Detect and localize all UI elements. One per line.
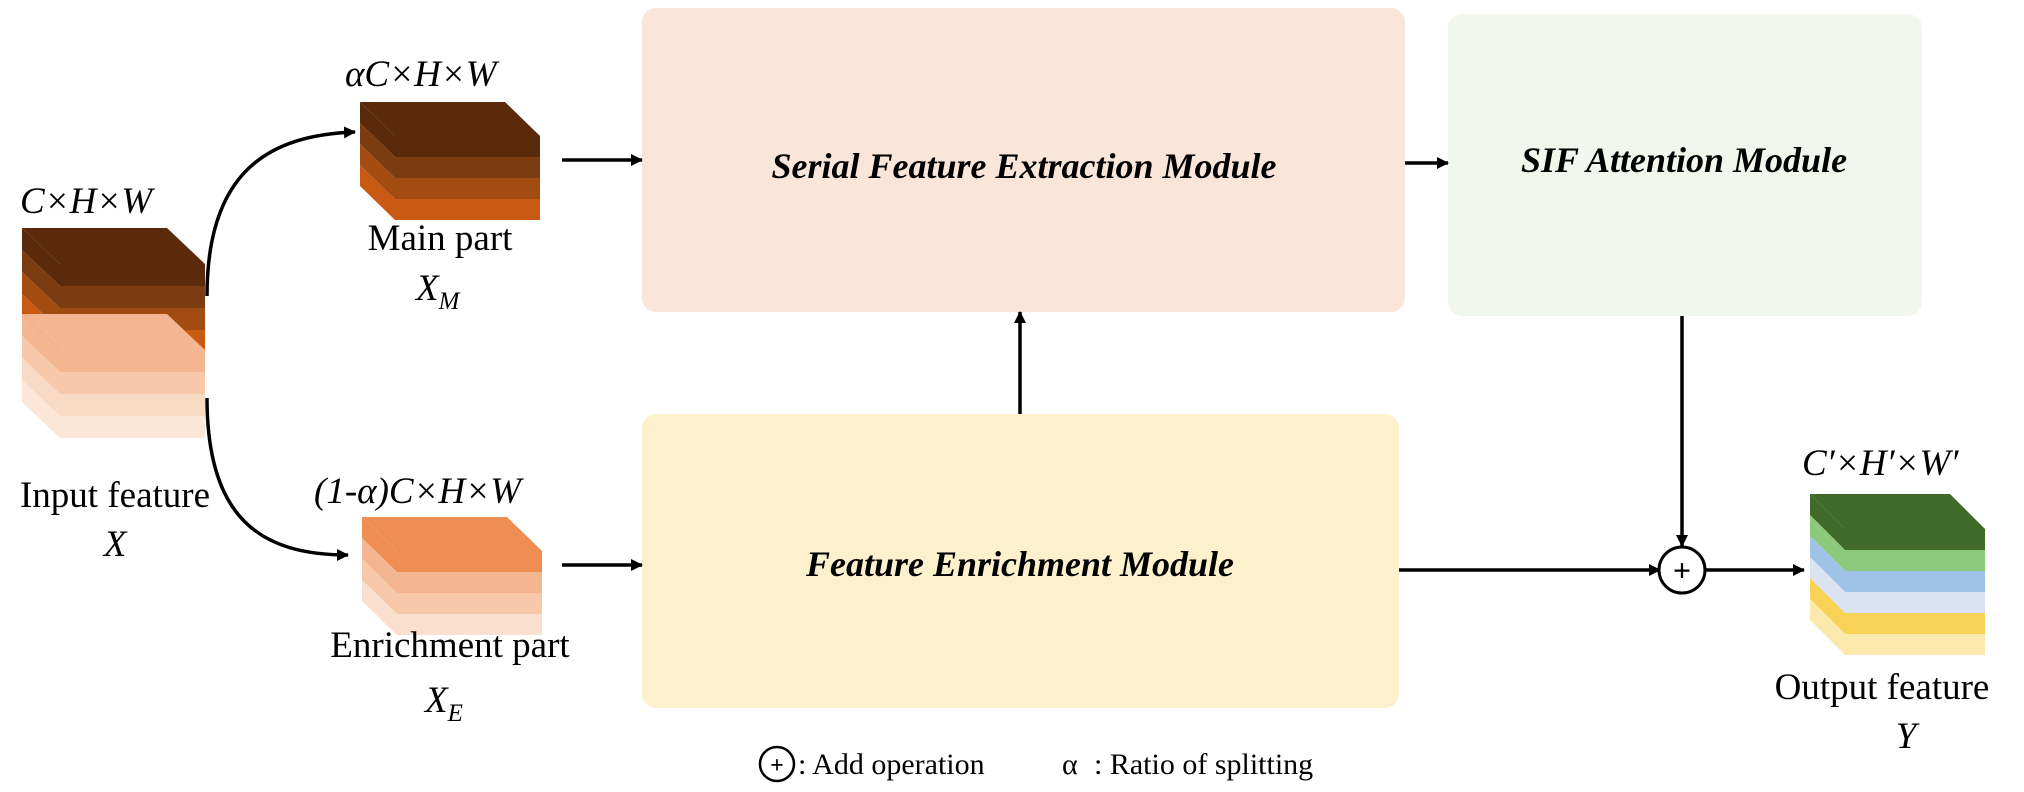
- legend-alpha-text: : Ratio of splitting: [1094, 748, 1313, 781]
- input-feature-bottom-stack: [22, 314, 205, 438]
- main-part-layer-side: [360, 123, 395, 178]
- main-part-layer: [395, 199, 540, 220]
- add-operator-symbol: +: [1673, 552, 1691, 588]
- input-bottom-top-face: [22, 314, 205, 350]
- serial-feature-extraction-box: [642, 8, 1405, 312]
- output-layer-side: [1810, 536, 1845, 592]
- main-part-subscript: M: [438, 288, 461, 315]
- output-layer: [1845, 613, 1985, 634]
- main-part-top-face: [360, 102, 540, 136]
- main-part-label: Main part: [368, 218, 514, 259]
- output-layer: [1845, 592, 1985, 613]
- output-layer-side: [1810, 494, 1845, 550]
- input-symbol-label: X: [102, 524, 128, 565]
- input-bottom-layer-side: [22, 314, 60, 372]
- main-part-layer: [395, 178, 540, 199]
- sif-attention-label: SIF Attention Module: [1521, 140, 1847, 180]
- input-bottom-layer: [60, 416, 205, 438]
- output-symbol-label: Y: [1896, 716, 1920, 757]
- enrichment-part-layer: [397, 593, 542, 614]
- main-part-layer-side: [360, 102, 395, 157]
- output-layer: [1845, 550, 1985, 571]
- enrichment-part-layer-side: [362, 559, 397, 614]
- serial-feature-extraction-label: Serial Feature Extraction Module: [771, 146, 1276, 186]
- legend-alpha-symbol: α: [1062, 748, 1078, 781]
- main-part-layer-side: [360, 144, 395, 199]
- legend-add-text: : Add operation: [798, 748, 985, 781]
- output-layer-side: [1810, 515, 1845, 571]
- input-bottom-layer: [60, 350, 205, 372]
- enrichment-part-layer: [397, 572, 542, 593]
- enrichment-part-layer: [397, 551, 542, 572]
- enrichment-part-label: Enrichment part: [330, 625, 570, 666]
- output-layer: [1845, 634, 1985, 655]
- enrichment-part-symbol: XE: [423, 680, 463, 727]
- legend-add-circle: [758, 745, 796, 783]
- main-part-dims-label: αC×H×W: [345, 54, 500, 95]
- main-part-stack: [360, 102, 540, 220]
- input-dims-label: C×H×W: [20, 181, 155, 222]
- output-feature-label: Output feature: [1775, 667, 1990, 708]
- split-arrow-to-main: [205, 126, 356, 297]
- enrichment-part-layer-side: [362, 580, 397, 635]
- output-layer: [1845, 571, 1985, 592]
- enrichment-part-layer: [397, 614, 542, 635]
- add-operator: +: [1657, 545, 1707, 595]
- enrichment-part-top-face: [362, 517, 542, 551]
- input-top-layer-side: [22, 250, 60, 308]
- input-bottom-layer: [60, 394, 205, 416]
- enrichment-part-dims-label: (1-α)C×H×W: [314, 471, 524, 512]
- feature-enrichment-box: [642, 414, 1399, 708]
- main-part-symbol: XM: [414, 268, 461, 315]
- legend: + : Add operation α : Ratio of splitting: [758, 745, 1313, 783]
- feature-enrichment-label: Feature Enrichment Module: [805, 544, 1234, 584]
- input-top-layer: [60, 264, 205, 286]
- output-dims-label: C′×H′×W′: [1802, 443, 1959, 484]
- enrichment-part-layer-side: [362, 538, 397, 593]
- main-part-layer-side: [360, 165, 395, 220]
- input-top-layer-side: [22, 228, 60, 286]
- input-top-top-face: [22, 228, 205, 264]
- main-part-layer: [395, 136, 540, 157]
- enrichment-part-layer-side: [362, 517, 397, 572]
- input-feature-label: Input feature: [20, 475, 210, 516]
- output-layer-side: [1810, 599, 1845, 655]
- enrichment-part-stack: [362, 517, 542, 635]
- enrichment-part-subscript: E: [447, 700, 463, 727]
- split-arrow-to-enrichment: [205, 397, 349, 561]
- input-bottom-layer: [60, 372, 205, 394]
- input-top-layer: [60, 286, 205, 308]
- output-layer-side: [1810, 578, 1845, 634]
- main-part-layer: [395, 157, 540, 178]
- legend-add-symbol: +: [770, 753, 784, 779]
- input-bottom-layer-side: [22, 358, 60, 416]
- output-layer-side: [1810, 557, 1845, 613]
- input-bottom-layer-side: [22, 336, 60, 394]
- add-operator-circle: [1657, 545, 1707, 595]
- input-bottom-layer-side: [22, 380, 60, 438]
- output-feature-stack: [1810, 494, 1985, 655]
- output-layer: [1845, 529, 1985, 550]
- output-top-face: [1810, 494, 1985, 529]
- sif-attention-box: [1448, 14, 1922, 316]
